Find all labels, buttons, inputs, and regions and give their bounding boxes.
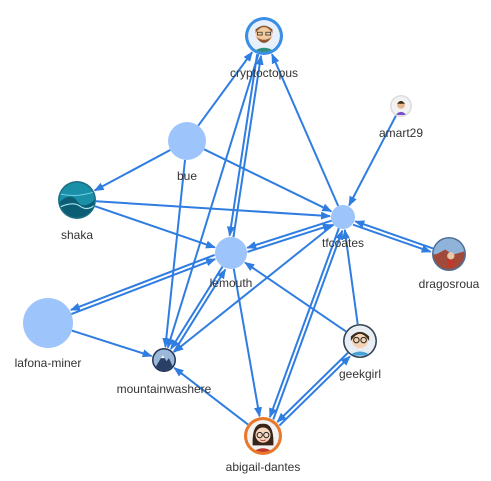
node-placeholder-circle[interactable] [168, 122, 206, 160]
edge-tfcoates-to-abigail-dantes [268, 227, 340, 419]
mountain-avatar-icon [153, 349, 175, 371]
node-placeholder-circle[interactable] [23, 298, 73, 348]
edge-lemouth-to-mountainwashere [170, 266, 224, 350]
node-amart29[interactable] [390, 95, 412, 117]
edge-shaka-to-lemouth [94, 205, 216, 249]
node-label-bue: bue [177, 169, 197, 183]
edge-dragosroua-to-tfcoates [354, 220, 434, 250]
edge-geekgirl-to-abigail-dantes [276, 352, 349, 423]
edge-cryptoctopus-to-lemouth [226, 54, 259, 237]
edge-geekgirl-to-tfcoates [342, 228, 359, 325]
node-placeholder-circle[interactable] [331, 205, 355, 229]
edge-tfcoates-to-cryptoctopus [271, 53, 340, 207]
bearded-man-avatar-icon [248, 20, 280, 52]
edge-bue-to-cryptoctopus [197, 51, 253, 127]
edge-bue-to-tfcoates [203, 148, 333, 213]
node-label-cryptoctopus: cryptoctopus [230, 66, 298, 80]
node-bue[interactable] [168, 122, 206, 160]
node-placeholder-circle[interactable] [215, 237, 247, 269]
person-avatar-icon [391, 96, 411, 116]
avatar[interactable] [391, 96, 411, 116]
edge-cryptoctopus-to-mountainwashere [166, 53, 260, 349]
edge-shaka-to-tfcoates [95, 200, 332, 220]
node-label-geekgirl: geekgirl [339, 367, 381, 381]
avatar[interactable] [433, 238, 465, 270]
edge-abigail-dantes-to-mountainwashere [173, 367, 249, 426]
node-label-shaka: shaka [61, 228, 93, 242]
node-geekgirl[interactable] [343, 324, 377, 358]
outdoor-photo-avatar-icon [433, 238, 465, 270]
node-abigail-dantes[interactable] [244, 417, 282, 455]
edge-bue-to-shaka [93, 149, 171, 192]
edge-lemouth-to-tfcoates [247, 223, 333, 253]
edge-lemouth-to-lafona-miner [69, 254, 215, 311]
edge-geekgirl-to-lemouth [244, 261, 347, 333]
node-label-lemouth: lemouth [210, 276, 253, 290]
edge-amart29-to-tfcoates [348, 115, 397, 207]
edge-mountainwashere-to-lemouth [172, 268, 227, 353]
edge-lemouth-to-abigail-dantes [232, 268, 262, 418]
node-shaka[interactable] [58, 181, 96, 219]
avatar[interactable] [344, 325, 376, 357]
edge-tfcoates-to-mountainwashere [173, 223, 335, 353]
node-tfcoates[interactable] [331, 205, 355, 229]
node-label-mountainwashere: mountainwashere [117, 382, 212, 396]
edge-tfcoates-to-dragosroua [352, 223, 432, 253]
avatar[interactable] [59, 182, 95, 218]
ocean-wave-avatar-icon [59, 182, 95, 218]
node-label-dragosroua: dragosroua [419, 277, 480, 291]
node-label-tfcoates: tfcoates [322, 236, 364, 250]
node-cryptoctopus[interactable] [245, 17, 283, 55]
node-label-abigail-dantes: abigail-dantes [226, 460, 301, 474]
geek-girl-avatar-icon [344, 325, 376, 357]
edges-layer [69, 51, 434, 427]
avatar[interactable] [248, 20, 280, 52]
woman-glasses-avatar-icon [247, 420, 279, 452]
node-lafona-miner[interactable] [23, 298, 73, 348]
node-lemouth[interactable] [215, 237, 247, 269]
avatar[interactable] [247, 420, 279, 453]
edge-lafona-miner-to-lemouth [70, 258, 217, 316]
node-dragosroua[interactable] [432, 237, 466, 271]
node-mountainwashere[interactable] [152, 348, 176, 372]
edge-lemouth-to-cryptoctopus [232, 54, 264, 238]
edge-lafona-miner-to-mountainwashere [71, 329, 153, 358]
avatar[interactable] [153, 349, 175, 371]
edge-tfcoates-to-lemouth [246, 219, 332, 249]
edge-abigail-dantes-to-geekgirl [278, 355, 351, 427]
edge-bue-to-mountainwashere [162, 159, 187, 349]
node-label-lafona-miner: lafona-miner [15, 356, 82, 370]
nodes-layer: cryptoctopus bue amart29 shaka tfcoates lemou… [15, 17, 480, 474]
node-label-amart29: amart29 [379, 126, 423, 140]
edge-abigail-dantes-to-tfcoates [272, 229, 344, 420]
